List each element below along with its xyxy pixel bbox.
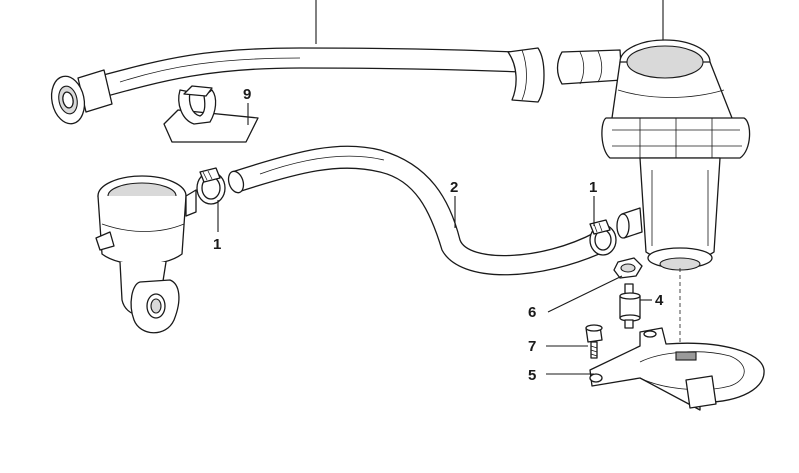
hose-holder <box>163 85 259 143</box>
label-nut: 6 <box>528 304 536 321</box>
check-valve <box>95 175 197 334</box>
upper-air-hose <box>50 47 545 125</box>
label-holder: 9 <box>243 86 251 103</box>
rubber-mount <box>619 283 641 329</box>
label-bolt: 7 <box>528 338 536 355</box>
hose-clamp-right <box>589 219 617 256</box>
label-bracket: 5 <box>528 367 536 384</box>
air-pump <box>601 39 751 271</box>
label-rubber-mount: 4 <box>655 292 664 309</box>
label-hose-clamp-right: 1 <box>589 179 597 196</box>
bolt <box>585 324 603 359</box>
pump-inlet-pipe <box>556 49 623 85</box>
nut <box>613 257 643 279</box>
hose-clamp-left <box>196 167 226 205</box>
label-hose-clamp-left: 1 <box>213 236 221 253</box>
label-hose: 2 <box>450 179 458 196</box>
curved-hose <box>227 145 609 276</box>
bracket <box>589 327 765 411</box>
leader-6 <box>547 275 623 313</box>
